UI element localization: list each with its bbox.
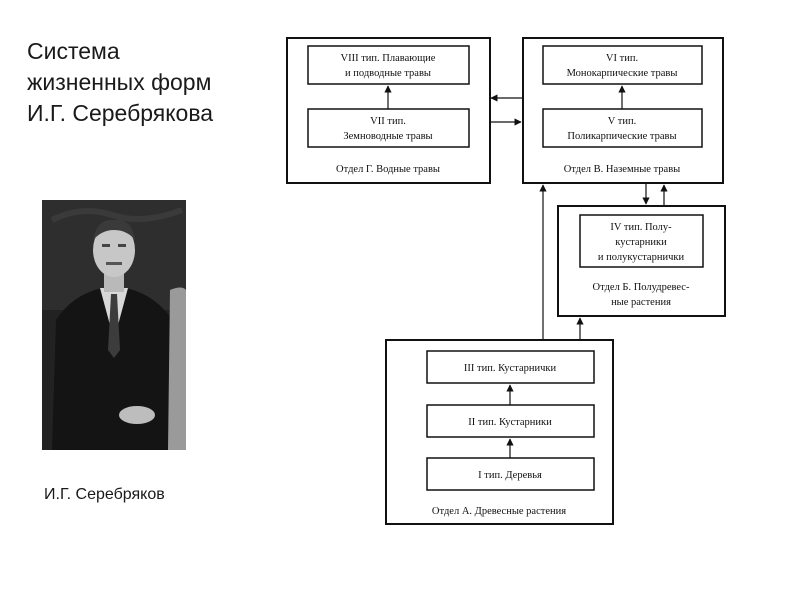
type-4-line-1: IV тип. Полу- <box>610 222 672 233</box>
type-6-line-2: Монокарпические травы <box>567 68 678 79</box>
type-3-label: III тип. Кустарнички <box>464 363 557 374</box>
division-v-box <box>522 37 724 184</box>
portrait-photo <box>42 200 186 450</box>
title-line-2: жизненных форм <box>27 69 212 95</box>
division-a-box <box>385 339 614 525</box>
type-2-label: II тип. Кустарники <box>468 417 552 428</box>
title-line-1: Система <box>27 38 120 64</box>
division-b-label-1: Отдел Б. Полудревес- <box>593 282 690 293</box>
type-7-line-2: Земноводные травы <box>343 131 432 142</box>
type-4-box <box>579 214 704 268</box>
type-5-line-2: Поликарпические травы <box>567 131 676 142</box>
type-5-line-1: V тип. <box>608 116 636 127</box>
type-4-line-3: и полукустарнички <box>598 252 685 263</box>
type-1-label: I тип. Деревья <box>478 470 542 481</box>
division-a-label: Отдел А. Древесные растения <box>432 506 566 517</box>
division-g-box <box>286 37 491 184</box>
type-4-line-2: кустарники <box>615 237 667 248</box>
type-7-line-1: VII тип. <box>370 116 406 127</box>
title-line-3: И.Г. Серебрякова <box>27 100 214 126</box>
division-b-box <box>557 205 726 317</box>
type-8-line-1: VIII тип. Плавающие <box>341 53 436 64</box>
photo-caption: И.Г. Серебряков <box>44 486 165 503</box>
division-b-label-2: ные растения <box>611 297 671 308</box>
division-g-label: Отдел Г. Водные травы <box>336 164 440 175</box>
type-3-box <box>426 350 595 384</box>
portrait-drawing <box>42 200 186 450</box>
type-6-line-1: VI тип. <box>606 53 638 64</box>
type-6-box <box>542 45 703 85</box>
slide-title: Система жизненных форм И.Г. Серебрякова <box>27 36 213 129</box>
type-8-box <box>307 45 470 85</box>
division-v-label: Отдел В. Наземные травы <box>564 164 680 175</box>
type-8-line-2: и подводные травы <box>345 68 431 79</box>
